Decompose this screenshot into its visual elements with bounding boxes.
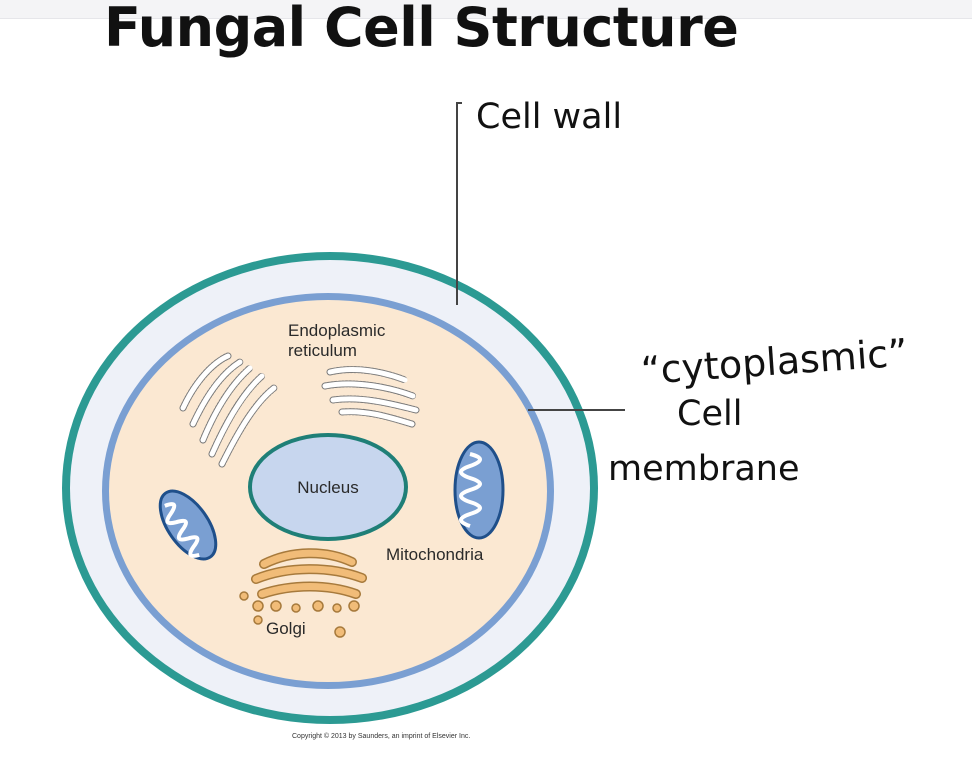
mitochondria-label: Mitochondria — [386, 545, 484, 564]
nucleus-label: Nucleus — [297, 478, 358, 497]
endoplasmic-reticulum-left — [179, 352, 278, 468]
slide-title: Fungal Cell Structure — [104, 0, 739, 59]
endoplasmic-reticulum-label-line2: reticulum — [288, 341, 357, 360]
top-toolbar-strip — [0, 0, 972, 19]
mitochondrion-left — [158, 489, 218, 561]
endoplasmic-reticulum-right — [321, 366, 420, 428]
handwritten-note-cytoplasmic: “cytoplasmic” — [640, 330, 910, 393]
nucleus — [248, 433, 408, 541]
copyright-notice: Copyright © 2013 by Saunders, an imprint… — [292, 732, 470, 740]
golgi-label: Golgi — [266, 619, 306, 638]
cell-membrane-label-line1: Cell — [677, 394, 742, 434]
cell-wall-leader-line — [456, 102, 462, 305]
mitochondrion-right — [453, 440, 505, 540]
cell-wall-label: Cell wall — [476, 97, 622, 137]
endoplasmic-reticulum-label-line1: Endoplasmic — [288, 321, 386, 340]
golgi-apparatus — [239, 548, 367, 638]
cell-membrane-label-line2: membrane — [608, 449, 800, 489]
